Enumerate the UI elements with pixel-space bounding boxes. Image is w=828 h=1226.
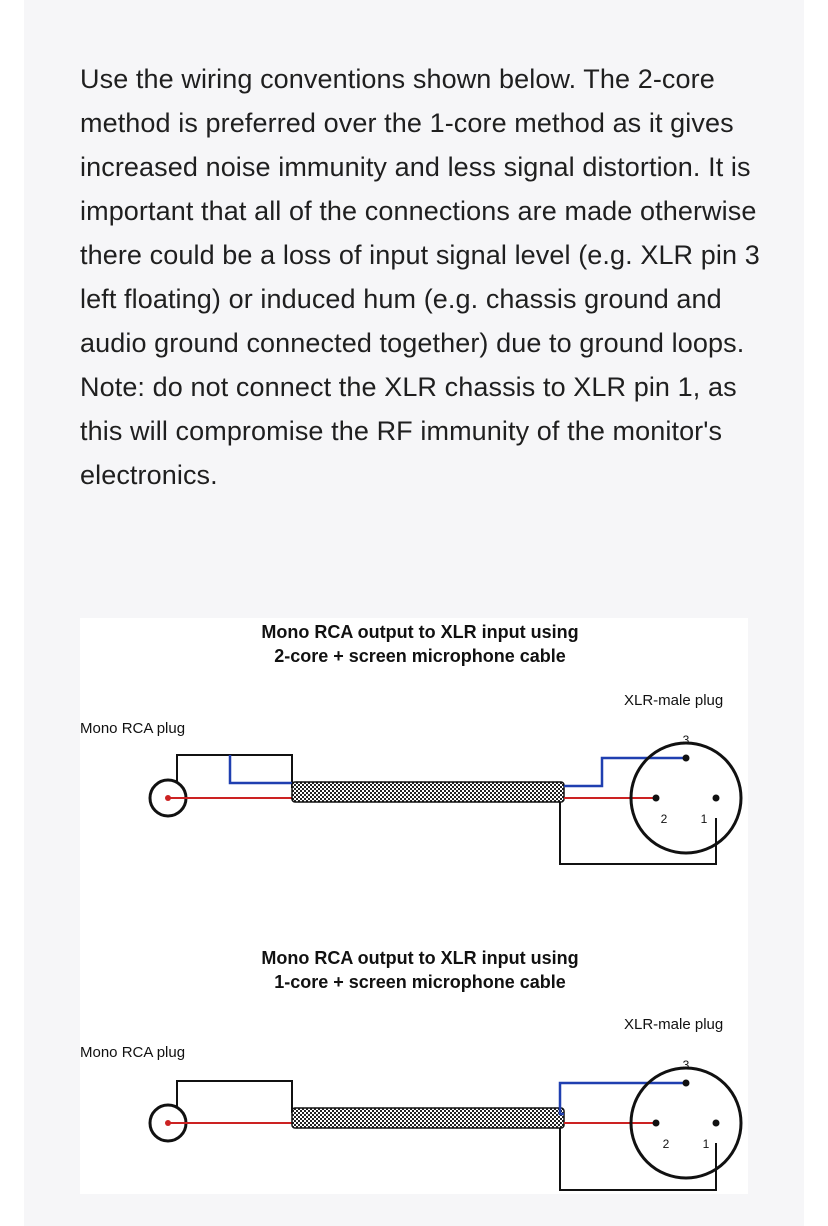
diagram-title-line1: Mono RCA output to XLR input using (261, 948, 578, 968)
wiring-diagram-figure: Mono RCA output to XLR input using 2-cor… (80, 618, 748, 1194)
wiring-diagram: Mono RCA output to XLR input using 2-cor… (80, 622, 743, 1191)
xlr-plug-icon (629, 1066, 743, 1180)
pin-1-label: 1 (701, 812, 708, 826)
rca-plug-label: Mono RCA plug (80, 720, 185, 737)
xlr-blue-wire (564, 756, 686, 788)
diagram-title-line1: Mono RCA output to XLR input using (261, 622, 578, 642)
rca-blue-wire (228, 755, 292, 785)
rca-ground-wire (176, 1080, 293, 1113)
xlr-pin-2 (652, 794, 660, 802)
rca-ground-wire (176, 754, 293, 788)
xlr-plug-label: XLR-male plug (624, 692, 723, 709)
xlr-pin-1 (712, 1119, 720, 1127)
pin-1-label: 1 (703, 1137, 710, 1151)
xlr-blue-wire (558, 1081, 686, 1116)
body-paragraph: Use the wiring conventions shown below. … (80, 64, 760, 490)
diagram-2-core: Mono RCA output to XLR input using 2-cor… (80, 622, 743, 865)
xlr-plug-label: XLR-male plug (624, 1016, 723, 1033)
diagram-1-core: Mono RCA output to XLR input using 1-cor… (80, 948, 743, 1191)
xlr-pin-3 (682, 754, 690, 762)
diagram-title-line2: 1-core + screen microphone cable (274, 972, 566, 992)
rca-plug-label: Mono RCA plug (80, 1044, 185, 1061)
xlr-plug-icon (629, 741, 743, 855)
xlr-pin-1 (712, 794, 720, 802)
microphone-cable (291, 1107, 565, 1129)
diagram-title-line2: 2-core + screen microphone cable (274, 646, 566, 666)
xlr-pin-2 (652, 1119, 660, 1127)
pin-3-label: 3 (683, 733, 690, 747)
pin-2-label: 2 (663, 1137, 670, 1151)
microphone-cable (291, 781, 565, 803)
pin-3-label: 3 (683, 1058, 690, 1072)
xlr-pin-3 (682, 1079, 690, 1087)
xlr-ground-wire (559, 1128, 717, 1191)
xlr-ground-wire (559, 802, 717, 865)
pin-2-label: 2 (661, 812, 668, 826)
